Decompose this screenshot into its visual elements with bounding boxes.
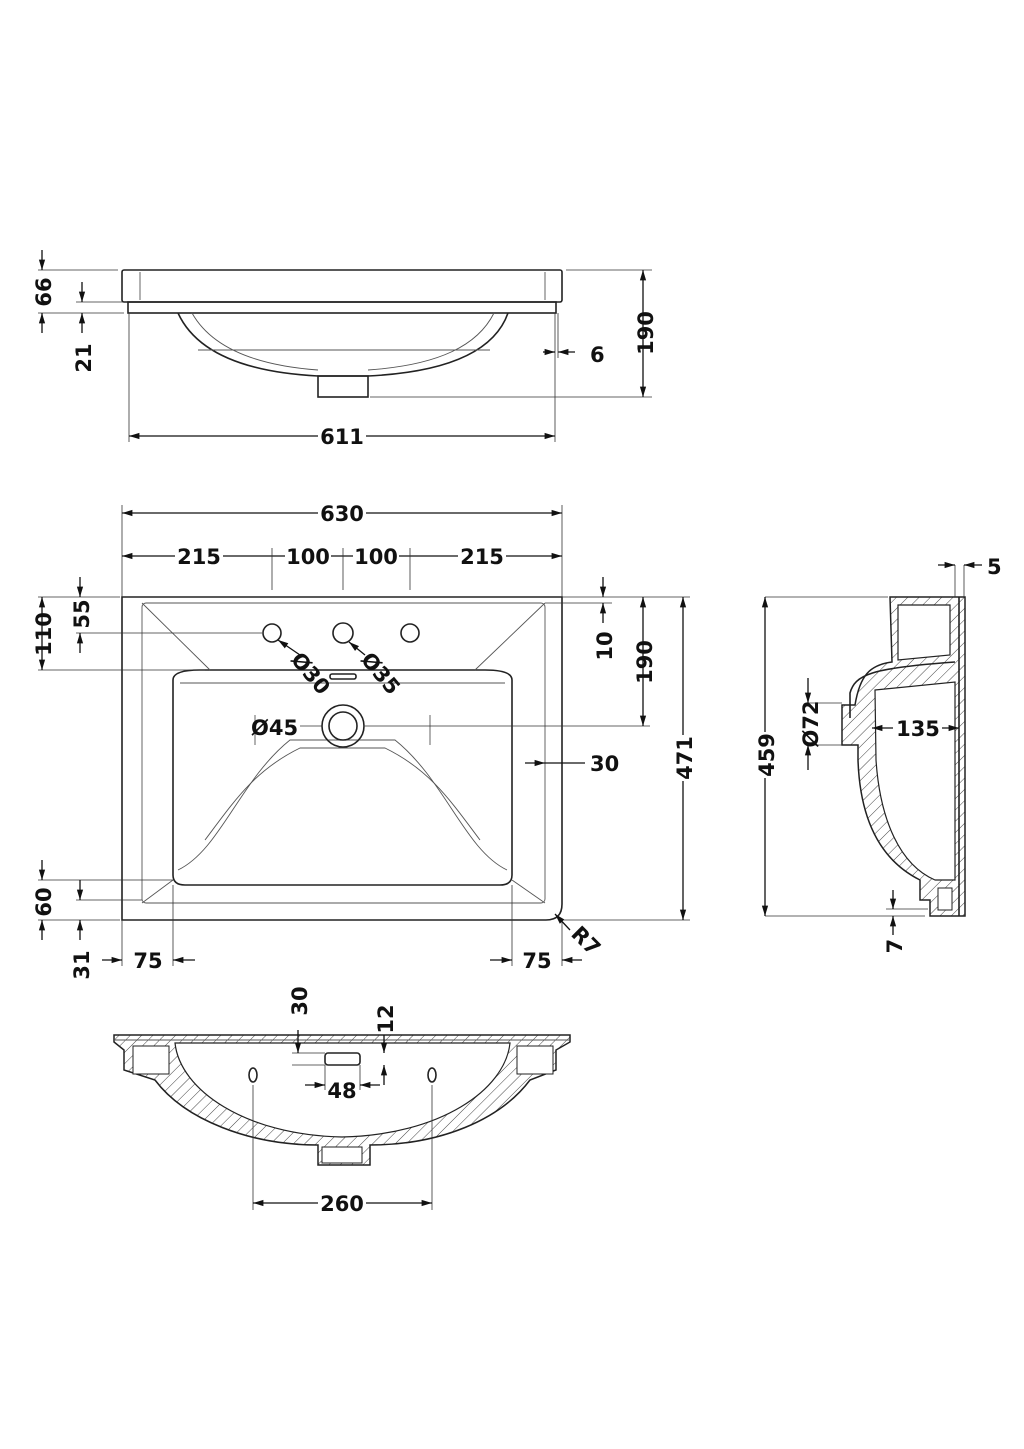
- plan-215-left-label: 215: [177, 545, 221, 569]
- overflow-opening: [324, 1052, 361, 1066]
- side-7-label: 7: [883, 939, 907, 954]
- front-6-label: 6: [590, 343, 605, 367]
- plan-radius-label: R7: [566, 922, 605, 961]
- plan-55-label: 55: [70, 599, 94, 628]
- bottom-48-label: 48: [327, 1079, 356, 1103]
- plan-31-label: 31: [70, 950, 94, 979]
- plan-75-right-label: 75: [522, 949, 551, 973]
- side-459-label: 459: [755, 733, 779, 777]
- plan-110-label: 110: [32, 612, 56, 656]
- bottom-section: 260 48 30 12: [113, 986, 571, 1216]
- side-section: 459 Ø72 135 5 7: [752, 555, 1002, 953]
- plan-75-left-label: 75: [133, 949, 162, 973]
- plan-overflow-label: Ø35: [356, 648, 405, 699]
- front-66-label: 66: [32, 277, 56, 306]
- plan-60-label: 60: [32, 887, 56, 916]
- front-elevation: 190 611 6 66 21: [32, 250, 658, 449]
- plan-190-label: 190: [633, 640, 657, 684]
- plan-30-label: 30: [590, 752, 619, 776]
- side-72-label: Ø72: [799, 700, 823, 747]
- side-5-label: 5: [987, 555, 1002, 579]
- tap-hole-left: [262, 623, 282, 643]
- plan-tap-hole-label: Ø30: [286, 648, 335, 699]
- tap-hole-right: [400, 623, 420, 643]
- front-21-label: 21: [72, 343, 96, 372]
- plan-view: 630 215 100 100 215 110 55 10 190 471 30…: [32, 502, 697, 980]
- tap-hole-center: [332, 622, 354, 644]
- side-135-label: 135: [896, 717, 940, 741]
- bottom-30-label: 30: [288, 986, 312, 1015]
- front-height-190-label: 190: [634, 311, 658, 355]
- plan-630-label: 630: [320, 502, 364, 526]
- plan-471-label: 471: [673, 736, 697, 780]
- front-width-611-label: 611: [320, 425, 364, 449]
- plan-100-left-label: 100: [286, 545, 330, 569]
- bottom-260-label: 260: [320, 1192, 364, 1216]
- plan-waste-label: Ø45: [251, 716, 298, 740]
- bottom-12-label: 12: [374, 1004, 398, 1033]
- plan-10-label: 10: [593, 631, 617, 660]
- plan-100-right-label: 100: [354, 545, 398, 569]
- plan-215-right-label: 215: [460, 545, 504, 569]
- overflow-slot: [329, 673, 357, 680]
